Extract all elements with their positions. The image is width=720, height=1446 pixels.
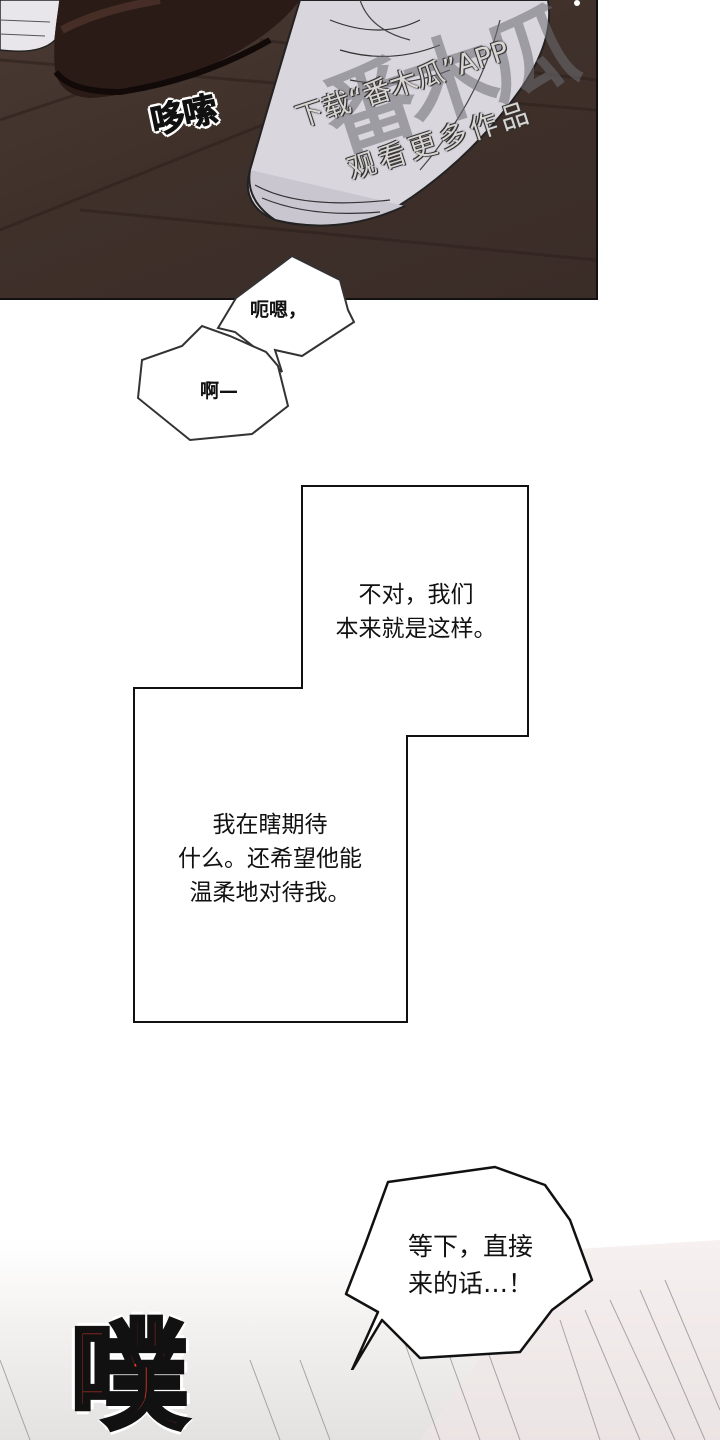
narration-2-line-1: 我在瞎期待: [212, 812, 328, 838]
speech-bubble-text: 等下，直接 来的话…！: [408, 1228, 533, 1302]
thought-bubble-1-text: 呃嗯，: [250, 299, 308, 321]
shoes-illustration: [0, 0, 596, 262]
narration-box-2: 我在瞎期待 什么。还希望他能 温柔地对待我。: [145, 808, 395, 910]
narration-2-line-2: 什么。还希望他能: [178, 846, 362, 872]
narration-2-line-3: 温柔地对待我。: [189, 880, 351, 906]
speech-bubble-shape: [344, 1165, 594, 1370]
thought-bubbles-shape: [136, 254, 356, 442]
narration-box-1: 不对，我们 本来就是这样。: [318, 578, 514, 646]
narration-boxes-frame: [133, 485, 529, 1023]
narration-1-line-1: 不对，我们: [358, 582, 474, 608]
sound-effect-pff: 噗: [68, 1308, 190, 1446]
narration-1-line-2: 本来就是这样。: [335, 616, 497, 642]
speech-line-2: 来的话…！: [408, 1269, 534, 1298]
top-panel-illustration: 番木瓜 哆嗦 下载“番木瓜”APP 观看更多作品: [0, 0, 598, 300]
speech-line-1: 等下，直接: [408, 1232, 534, 1261]
thought-bubble-2-text: 啊—: [200, 380, 239, 402]
speed-lines: [0, 1240, 720, 1440]
